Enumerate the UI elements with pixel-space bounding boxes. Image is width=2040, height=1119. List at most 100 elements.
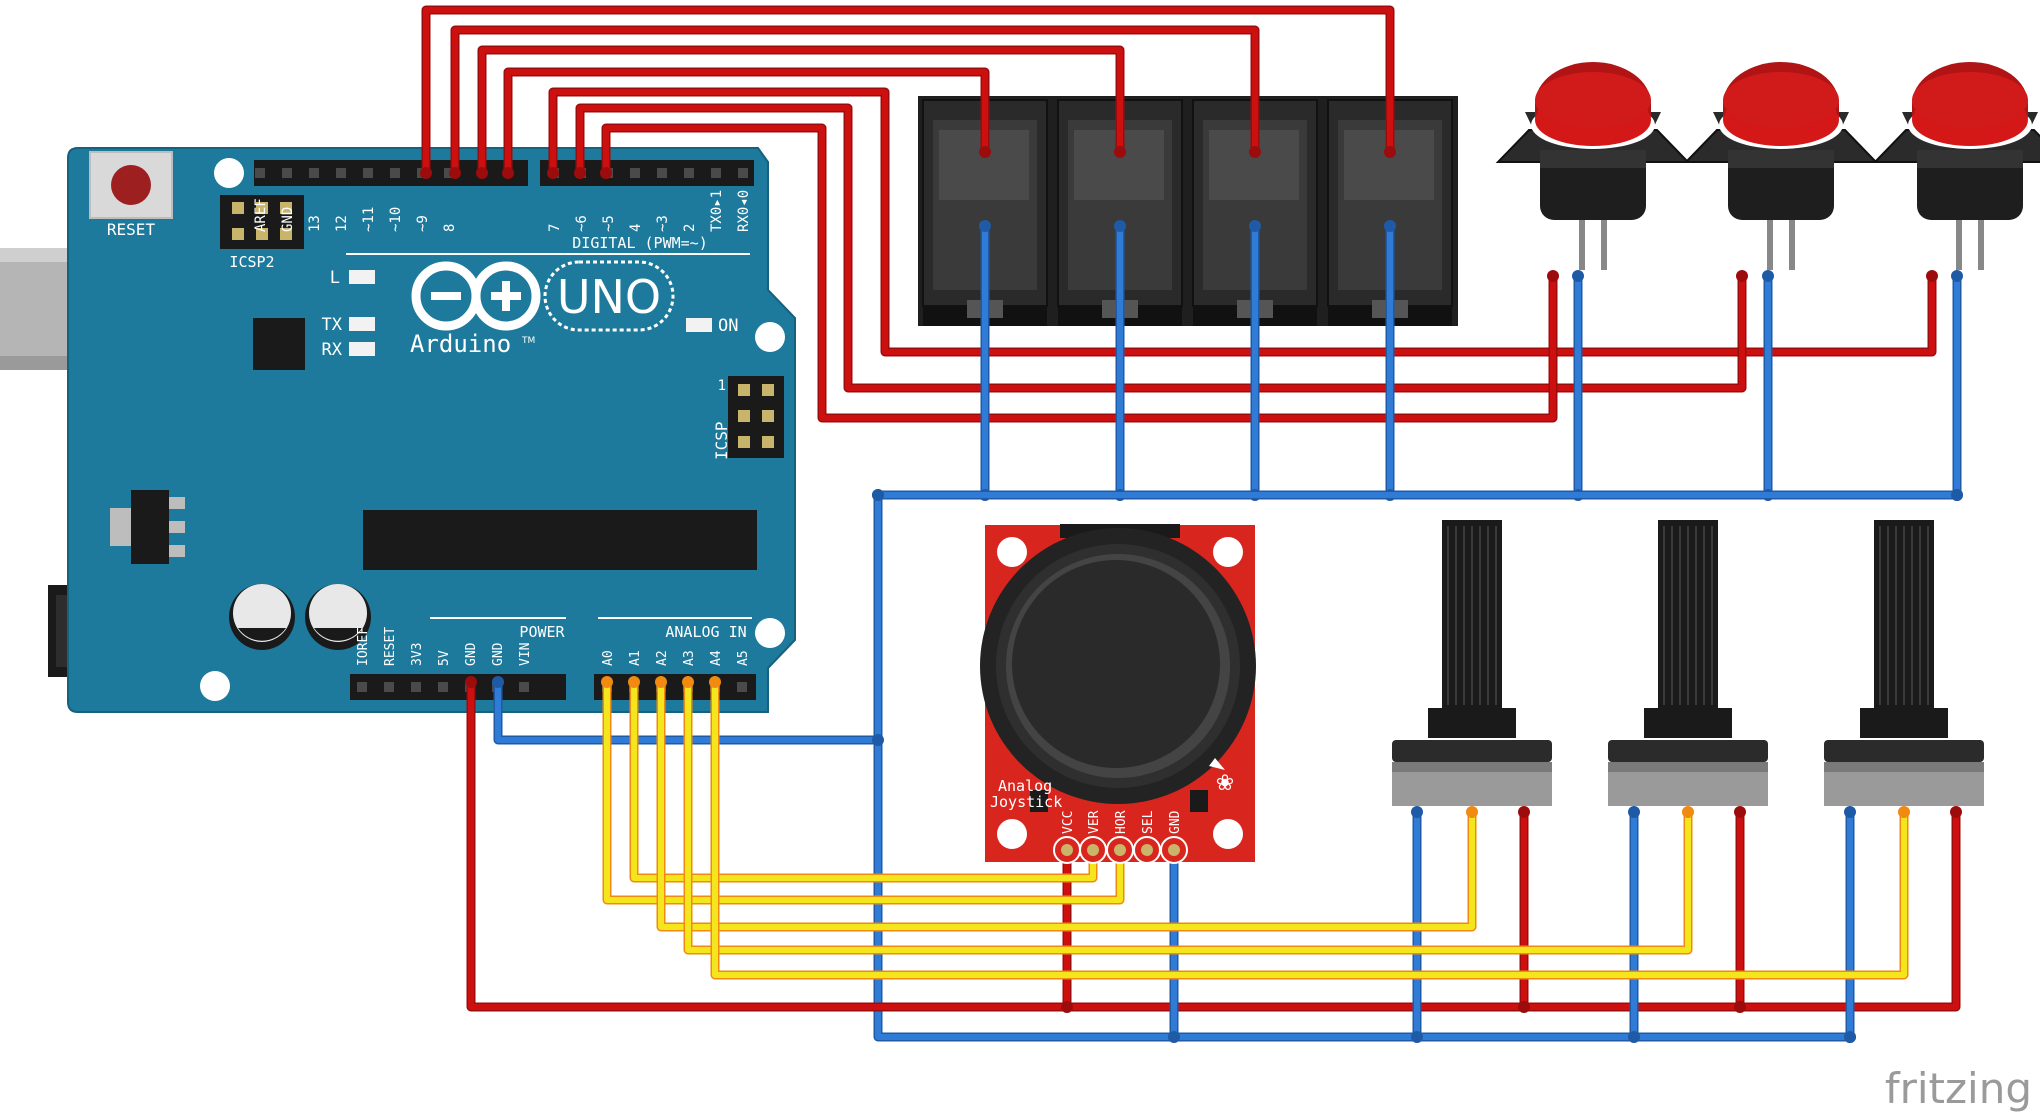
power-pin-label: 5V <box>437 650 452 666</box>
potentiometer[interactable] <box>1824 520 1984 806</box>
digital-pin-socket[interactable] <box>630 168 640 178</box>
wire-endpoint <box>492 676 504 688</box>
wire-endpoint <box>1628 806 1640 818</box>
digital-pin-socket[interactable] <box>309 168 319 178</box>
pot-body-top <box>1824 762 1984 772</box>
wire-endpoint <box>1762 270 1774 282</box>
digital-pin-socket[interactable] <box>738 168 748 178</box>
wire-button1-gnd <box>1572 270 1584 501</box>
wire-endpoint <box>979 146 991 158</box>
analog-header <box>594 674 756 700</box>
wire-pot2-gnd <box>1628 806 1640 1043</box>
power-pin-socket[interactable] <box>357 682 367 692</box>
digital-pin-socket[interactable] <box>657 168 667 178</box>
wire-core <box>495 679 881 743</box>
digital-pin-socket[interactable] <box>336 168 346 178</box>
usb-chip <box>253 318 305 370</box>
joystick-pin-row <box>1053 836 1188 864</box>
rocker-switch-array <box>918 96 1458 326</box>
wire-endpoint <box>1518 1001 1530 1013</box>
wire-endpoint <box>1249 146 1261 158</box>
digital-pin-socket[interactable] <box>684 168 694 178</box>
digital-pin-label: ~11 <box>361 207 377 232</box>
digital-pin-label: 12 <box>334 215 350 232</box>
led-tx-label: TX <box>322 315 343 335</box>
mounting-hole <box>755 322 785 352</box>
wire-endpoint <box>600 167 612 179</box>
capacitor <box>305 584 371 650</box>
wire-core <box>550 89 1935 355</box>
icsp2-header <box>220 195 304 249</box>
push-button[interactable] <box>1495 62 1691 270</box>
digital-pin-label: GND <box>280 207 296 232</box>
power-pin-socket[interactable] <box>384 682 394 692</box>
push-button[interactable] <box>1683 62 1879 270</box>
wire-endpoint <box>449 167 461 179</box>
digital-pin-label: 7 <box>547 224 563 232</box>
analog-pin-socket[interactable] <box>737 682 747 692</box>
power-pin-label: IOREF <box>356 627 371 666</box>
wire-gnd-bus-top <box>872 489 1963 501</box>
digital-pin-label: 8 <box>442 224 458 232</box>
wire-pot1-vcc <box>1518 806 1530 1013</box>
wire-endpoint <box>1249 220 1261 232</box>
digital-pin-socket[interactable] <box>390 168 400 178</box>
led-on <box>686 318 712 332</box>
power-pin-socket[interactable] <box>411 682 421 692</box>
joystick-label-1: Analog <box>998 777 1052 795</box>
wire-endpoint <box>1384 220 1396 232</box>
joystick-pin-hole <box>1141 844 1153 856</box>
push-button[interactable] <box>1872 62 2040 270</box>
digital-pin-label: ~6 <box>574 215 590 232</box>
digital-pin-socket[interactable] <box>711 168 721 178</box>
digital-pin-label: ~10 <box>388 207 404 232</box>
digital-pin-label: RX0◂0 <box>736 190 752 232</box>
wire-endpoint <box>1898 806 1910 818</box>
digital-pin-socket[interactable] <box>255 168 265 178</box>
potentiometer[interactable] <box>1608 520 1768 806</box>
power-pin-socket[interactable] <box>438 682 448 692</box>
led-rx-label: RX <box>322 340 343 360</box>
power-pin-label: RESET <box>383 627 398 666</box>
power-pin-label: VIN <box>518 643 533 666</box>
pot-body-top <box>1608 762 1768 772</box>
wire-endpoint <box>1061 1001 1073 1013</box>
analog-pin-label: A0 <box>601 650 616 666</box>
digital-pin-label: ~9 <box>415 215 431 232</box>
wire-endpoint <box>1168 1031 1180 1043</box>
uno-label: UNO <box>557 270 661 324</box>
wire-button2-gnd <box>1762 270 1774 501</box>
joystick-pin-label: VCC <box>1061 811 1076 834</box>
wire-5v-bus <box>465 676 1962 1012</box>
wire-endpoint <box>1844 806 1856 818</box>
power-pin-label: GND <box>491 642 506 666</box>
wire-d5-button1 <box>600 123 1559 423</box>
wire-endpoint <box>1411 1031 1423 1043</box>
joystick-pin-hole <box>1168 844 1180 856</box>
wires <box>420 5 1963 1043</box>
wire-endpoint <box>1411 806 1423 818</box>
wire-a3-pot2 <box>682 676 1694 955</box>
wire-endpoint <box>1384 146 1396 158</box>
digital-pin-label: ~3 <box>655 215 671 232</box>
pot-washer <box>1392 740 1552 762</box>
digital-pin-socket[interactable] <box>363 168 373 178</box>
reset-button[interactable] <box>89 151 173 219</box>
joystick-pin-hole <box>1087 844 1099 856</box>
icsp-header <box>728 376 784 458</box>
rocker-switch[interactable] <box>1192 99 1318 326</box>
power-pin-socket[interactable] <box>519 682 529 692</box>
arduino-logo <box>411 260 675 332</box>
wire-endpoint <box>1734 1001 1746 1013</box>
potentiometer[interactable] <box>1392 520 1552 806</box>
wire-endpoint <box>1951 489 1963 501</box>
joystick-label-2: Joystick <box>990 793 1062 811</box>
pot-washer <box>1608 740 1768 762</box>
sparkfun-flame-icon: ❀ <box>1216 771 1234 796</box>
digital-pin-socket[interactable] <box>282 168 292 178</box>
wire-endpoint <box>465 676 477 688</box>
wire-endpoint <box>1114 146 1126 158</box>
digital-pin-label: ~5 <box>601 215 617 232</box>
